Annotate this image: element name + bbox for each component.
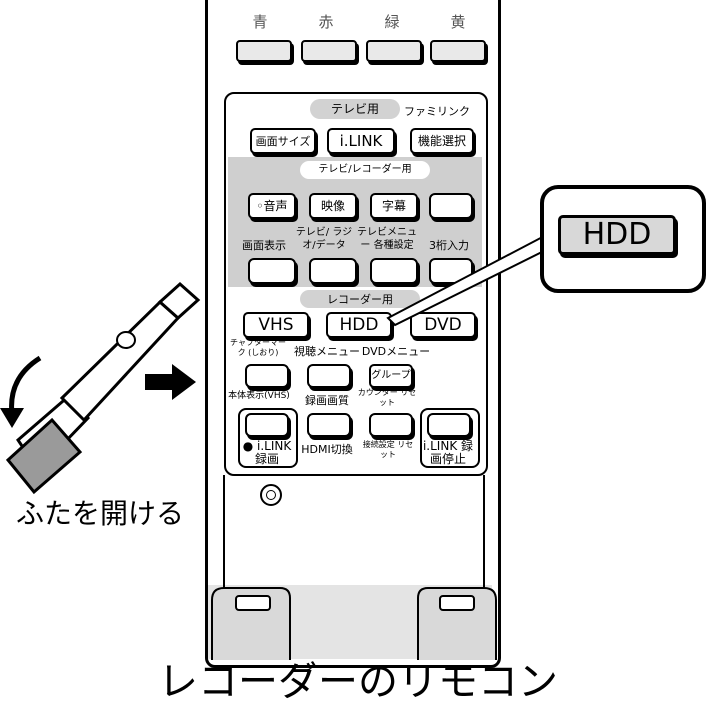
connection-reset-label: 接続設定 リセット [362,440,414,459]
open-lid-caption: ふたを開ける [16,497,185,530]
chapter-mark-label: チャプターマーク (しおり) [230,338,286,357]
dvd-menu-label: DVDメニュー [361,345,431,358]
three-digit-input-label: 3桁入力 [429,239,469,252]
counter-reset-label: カウンター リセット [357,388,417,407]
tv-radio-data-button[interactable] [309,258,357,284]
color-key-label-green: 緑 [384,13,400,31]
hdd-callout-label: HDD [558,215,676,255]
tv-radio-data-label: テレビ/ ラジオ/データ [295,227,353,251]
tv-menu-settings-button[interactable] [370,258,418,284]
green-button[interactable] [366,40,422,62]
group-button[interactable]: グループ [369,364,413,388]
video-button[interactable]: 映像 [309,193,357,219]
vhs-button[interactable]: VHS [243,312,309,338]
body-display-vhs-button[interactable] [245,413,289,437]
blue-button[interactable] [236,40,292,62]
yellow-button[interactable] [430,40,486,62]
recording-quality-label: 録画画質 [305,394,349,407]
subtitle-button[interactable]: 字幕 [370,193,418,219]
viewing-menu-button[interactable] [307,364,351,388]
chapter-mark-button[interactable] [245,364,289,388]
three-digit-input-button[interactable] [429,258,473,284]
ilink-stop-frame [420,408,480,468]
screw-icon [260,484,282,506]
screw-inner [266,490,276,500]
color-key-label-red: 赤 [318,13,334,31]
tv-menu-settings-label: テレビメニュー 各種設定 [357,227,417,251]
section-label-tv-recorder: テレビ/レコーダー用 [300,161,430,179]
screen-size-button[interactable]: 画面サイズ [250,128,316,154]
section-label-family-link: ファミリンク [404,105,470,118]
dvd-button[interactable]: DVD [410,312,476,338]
color-key-label-yellow: 黄 [450,13,466,31]
section-label-recorder: レコーダー用 [300,290,420,308]
recording-quality-button[interactable] [307,413,351,437]
viewing-menu-label: 視聴メニュー [294,345,360,358]
function-select-button[interactable]: 機能選択 [410,128,474,154]
lid-illustration [0,281,201,495]
ilink-record-frame [238,408,298,468]
color-key-label-blue: 青 [252,13,268,31]
hdd-button[interactable]: HDD [326,312,392,338]
figure-title: レコーダーのリモコン [158,659,558,705]
counter-reset-button[interactable] [369,413,413,437]
lid-panel [224,92,488,476]
ilink-stop-label: i.LINK 録画停止 [422,439,474,467]
screen-display-button[interactable] [248,258,296,284]
blank-function-button[interactable] [429,193,473,219]
red-button[interactable] [301,40,357,62]
hdmi-switch-label: HDMI切換 [301,443,353,456]
body-display-vhs-label: 本体表示(VHS) [228,391,290,401]
ilink-record-label: ● i.LINK 録画 [242,439,292,467]
ilink-button[interactable]: i.LINK [327,128,395,154]
ilink-stop-button[interactable] [427,413,471,437]
screen-display-label: 画面表示 [242,239,286,252]
section-label-tv: テレビ用 [310,99,400,119]
audio-button[interactable]: ◦音声 [248,193,296,219]
